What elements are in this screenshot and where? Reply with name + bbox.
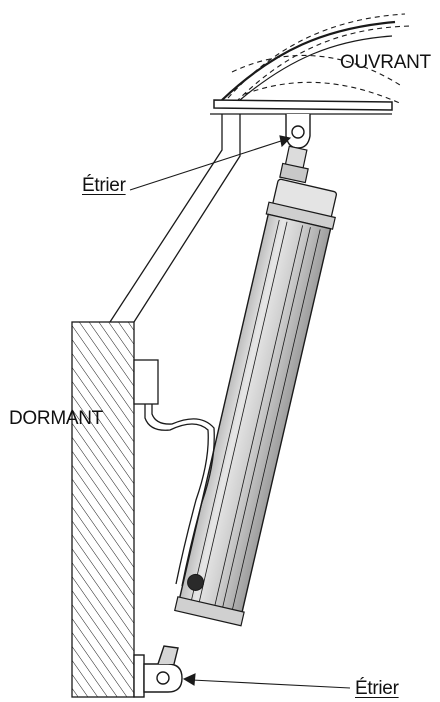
power-cable: [144, 403, 215, 587]
dormant-wall: [71, 321, 135, 698]
dormant-label: DORMANT: [9, 408, 103, 429]
ouvrant-frame: [210, 13, 411, 115]
ouvrant-label: OUVRANT: [340, 52, 431, 73]
actuator-cylinder: [174, 178, 338, 627]
etrier-top-label: Étrier: [82, 175, 126, 196]
bottom-bracket: [133, 645, 183, 698]
junction-box: [133, 359, 159, 405]
leader-lines: [129, 135, 351, 689]
etrier-bottom-label: Étrier: [355, 678, 399, 699]
rod-end: [279, 145, 309, 184]
top-bracket: [285, 114, 311, 149]
frame-arm: [109, 114, 241, 323]
